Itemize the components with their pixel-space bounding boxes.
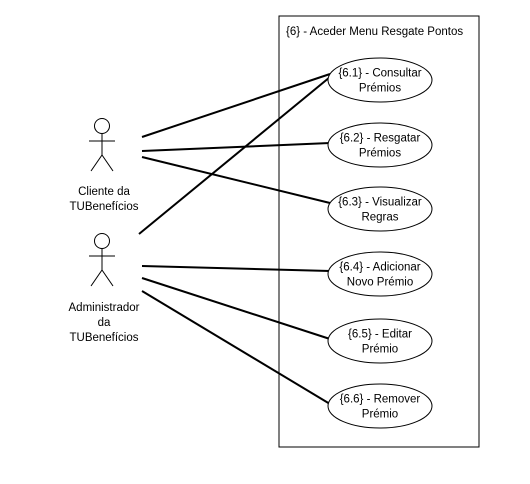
use-case-label-line: Prémio [362,409,398,421]
association-admin-uc66 [141,290,331,405]
association-admin-uc61 [138,76,331,235]
actor-label-line: TUBenefícios [69,201,138,213]
use-case-label-line: {6.5} - Editar [348,329,412,341]
actor-cliente: Cliente da TUBenefícios [69,118,139,213]
use-case-label-line: Prémio [362,344,398,356]
actor-right-leg [101,154,114,172]
actor-left-leg [90,154,103,172]
associations [138,73,331,405]
use-case-label-line: Regras [361,212,398,224]
use-case-label-line: {6.4} - Adicionar [339,262,420,274]
association-admin-uc64 [141,265,331,272]
association-cliente-uc63 [141,156,331,204]
actor-label-line: Cliente da [78,186,130,198]
actor-label-line: TUBenefícios [69,332,138,344]
use-case-ellipse[interactable] [327,383,433,429]
use-case-label-line: Prémios [359,83,401,95]
actor-head [94,118,110,134]
actor-label-line: da [98,317,111,329]
association-cliente-uc62 [141,142,331,152]
system-title: {6} - Aceder Menu Resgate Pontos [286,26,463,38]
use-case-label-line: Novo Prémio [347,277,413,289]
actor-right-leg [101,269,114,287]
use-case-ellipse[interactable] [327,251,433,297]
association-admin-uc65 [141,277,331,340]
use-case-ellipse[interactable] [327,318,433,364]
actor-left-leg [90,269,103,287]
actor-label-line: Administrador [69,302,140,314]
use-case-label-line: {6.6} - Remover [340,394,421,406]
use-case-label-line: {6.1} - Consultar [338,68,421,80]
use-case-ellipse[interactable] [327,122,433,168]
use-case-ellipse[interactable] [327,186,433,232]
use-case-label-line: {6.2} - Resgatar [340,133,421,145]
association-cliente-uc61 [141,73,331,138]
actors: Cliente daTUBenefíciosAdministradordaTUB… [69,118,140,344]
use-case-ellipse[interactable] [327,57,433,103]
use-case-label-line: Prémios [359,148,401,160]
actor-head [94,233,110,249]
use-case-label-line: {6.3} - Visualizar [338,197,422,209]
